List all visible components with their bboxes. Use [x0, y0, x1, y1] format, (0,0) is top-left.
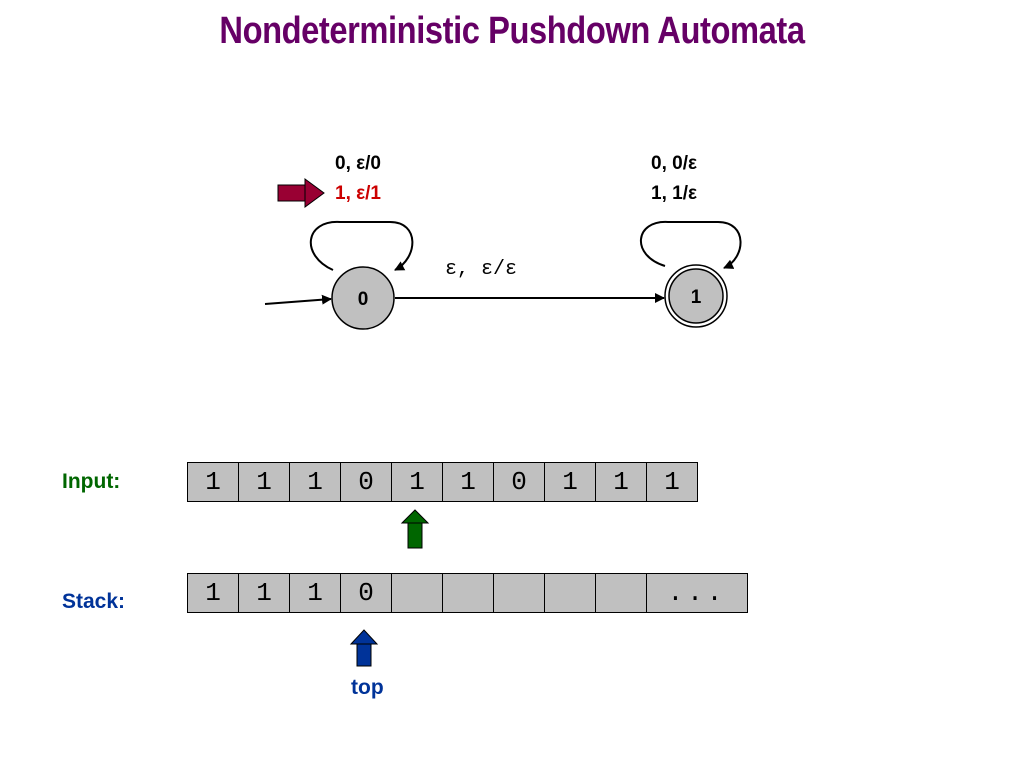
stack-cell — [442, 573, 494, 613]
input-cell: 1 — [442, 462, 494, 502]
input-cell: 1 — [544, 462, 596, 502]
stack-cell: 1 — [289, 573, 341, 613]
input-cell: 1 — [595, 462, 647, 502]
transition-0-1-label: ε, ε/ε — [445, 258, 518, 281]
state-0 — [331, 266, 395, 330]
stack-cell: 1 — [238, 573, 290, 613]
self-loop-0-edge — [309, 220, 414, 271]
stack-top-arrow-icon — [349, 629, 379, 667]
input-label: Input: — [62, 470, 121, 493]
input-head-arrow-icon — [400, 509, 430, 549]
state-1 — [668, 268, 724, 324]
stack-cell — [544, 573, 596, 613]
stack-cell — [493, 573, 545, 613]
start-arrow — [264, 294, 332, 305]
loop-1-rule-2: 1, 1/ε — [651, 183, 697, 204]
input-cell: 1 — [646, 462, 698, 502]
stack-cell — [391, 573, 443, 613]
stack-top-label: top — [351, 676, 384, 699]
state-1-label: 1 — [691, 287, 702, 308]
stack-cell: 1 — [187, 573, 239, 613]
highlight-arrow-icon — [277, 178, 325, 208]
stack-cell — [595, 573, 647, 613]
input-cell: 0 — [493, 462, 545, 502]
input-cell: 1 — [187, 462, 239, 502]
loop-0-rule-2: 1, ε/1 — [335, 183, 381, 204]
stack-cell: 0 — [340, 573, 392, 613]
loop-0-rule-1: 0, ε/0 — [335, 153, 381, 174]
self-loop-1-edge — [639, 220, 742, 269]
input-cell: 1 — [238, 462, 290, 502]
state-0-label: 0 — [358, 289, 369, 310]
stack-tape: 1 1 1 0 ... — [187, 573, 748, 613]
stack-label: Stack: — [62, 590, 126, 613]
input-cell: 1 — [289, 462, 341, 502]
loop-1-rule-1: 0, 0/ε — [651, 153, 697, 174]
page-title: Nondeterministic Pushdown Automata — [219, 10, 805, 52]
input-cell: 0 — [340, 462, 392, 502]
stack-ellipsis-cell: ... — [646, 573, 748, 613]
input-cell: 1 — [391, 462, 443, 502]
input-tape: 1 1 1 0 1 1 0 1 1 1 — [187, 462, 698, 502]
